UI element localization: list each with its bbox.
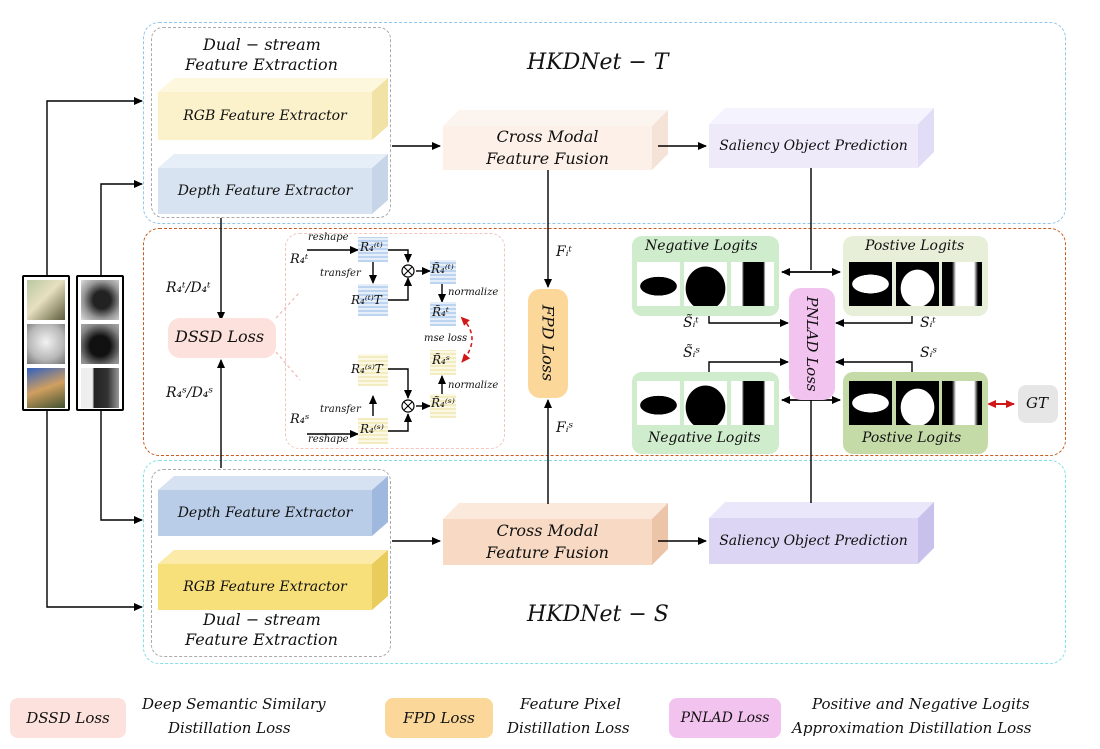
student-dual-stream-line2: Feature Extraction bbox=[185, 630, 338, 649]
normalize-top-label: normalize bbox=[448, 287, 499, 298]
fpd-loss-box bbox=[528, 289, 568, 398]
student-prediction-label: Saliency Object Prediction bbox=[709, 518, 918, 564]
teacher-fusion-label: Cross Modal Feature Fusion bbox=[443, 126, 652, 170]
legend-fpd-desc-line2: Distillation Loss bbox=[507, 719, 630, 737]
fpd-loss-label: FPD Loss bbox=[538, 304, 558, 382]
teacher-dual-stream-line2: Feature Extraction bbox=[185, 55, 338, 74]
fi-s-label: Fᵢˢ bbox=[556, 420, 574, 436]
student-depth-extractor-label: Depth Feature Extractor bbox=[158, 490, 372, 536]
teacher-title: HKDNet − T bbox=[527, 50, 669, 75]
legend-dssd-desc-line1: Deep Semantic Similary bbox=[142, 695, 326, 713]
r4-s-T-matrix bbox=[358, 354, 388, 386]
r4-s-tilde-matrix bbox=[430, 394, 456, 418]
student-rgb-extractor-label: RGB Feature Extractor bbox=[158, 564, 372, 610]
teacher-depth-extractor-label: Depth Feature Extractor bbox=[158, 168, 372, 214]
student-region bbox=[143, 460, 1066, 664]
legend-pnlad-desc-line1: Positive and Negative Logits bbox=[812, 695, 1030, 713]
pos-t-map-3 bbox=[942, 262, 982, 306]
dssd-loss-label: DSSD Loss bbox=[175, 327, 265, 346]
r4-t-matrix bbox=[358, 237, 388, 262]
neg-s-map-3 bbox=[731, 381, 774, 425]
r4-t-paren-label: R₄⁽ᵗ⁾ bbox=[360, 240, 383, 254]
pos-s-map-1 bbox=[849, 381, 892, 425]
r4s-tilde-label: R̃₄ˢ bbox=[432, 353, 450, 367]
r4-s-tilde-label: R̃₄⁽ˢ⁾ bbox=[431, 396, 455, 410]
teacher-dual-stream-line1: Dual − stream bbox=[203, 35, 321, 54]
pos-s-map-2 bbox=[896, 381, 939, 425]
r4s-label: R₄ˢ bbox=[290, 412, 310, 427]
r4-s-T-label: R₄⁽ˢ⁾T bbox=[351, 362, 383, 376]
legend-dssd-desc-line2: Distillation Loss bbox=[168, 719, 291, 737]
student-title: HKDNet − S bbox=[527, 602, 669, 627]
fi-t-label: Fᵢᵗ bbox=[556, 244, 572, 260]
distillation-region bbox=[143, 228, 1066, 456]
s-t-label: Sᵢᵗ bbox=[920, 315, 936, 331]
depth-thumb-3 bbox=[81, 368, 119, 408]
transfer-bottom-label: transfer bbox=[320, 404, 361, 415]
neg-s-map-2 bbox=[684, 381, 727, 425]
depth-thumb-1 bbox=[81, 280, 119, 320]
teacher-region bbox=[143, 22, 1066, 224]
negative-logits-teacher-label: Negative Logits bbox=[645, 238, 758, 254]
teacher-dual-stream-box bbox=[151, 27, 391, 218]
legend-fpd-desc-line1: Feature Pixel bbox=[520, 695, 621, 713]
student-dual-stream-line1: Dual − stream bbox=[203, 610, 321, 629]
r4s-tilde-matrix bbox=[430, 350, 456, 375]
dssd-loss-box bbox=[168, 318, 276, 358]
rgb-thumb-1 bbox=[27, 280, 65, 320]
neg-s-map-1 bbox=[637, 381, 680, 425]
positive-logits-teacher-label: Postive Logits bbox=[865, 238, 965, 254]
pnlad-loss-label: PNLAD Loss bbox=[803, 296, 821, 392]
s-tilde-t-label: S̃ᵢᵗ bbox=[683, 315, 699, 331]
r4t-label: R₄ᵗ bbox=[290, 252, 309, 267]
depth-thumb-2 bbox=[81, 324, 119, 364]
r4-s-paren-label: R₄⁽ˢ⁾ bbox=[360, 422, 384, 436]
normalize-bottom-label: normalize bbox=[448, 380, 499, 391]
gt-box bbox=[1018, 385, 1058, 423]
student-fusion-line1: Cross Modal bbox=[496, 521, 599, 540]
pnlad-loss-box bbox=[789, 288, 835, 400]
pos-s-map-3 bbox=[942, 381, 982, 425]
student-feature-label: R₄ˢ/D₄ˢ bbox=[166, 385, 214, 401]
dssd-detail-panel bbox=[285, 233, 505, 449]
r4-t-T-label: R₄⁽ᵗ⁾T bbox=[351, 293, 382, 307]
negative-logits-student-label: Negative Logits bbox=[648, 430, 761, 446]
r4t-tilde-matrix bbox=[430, 302, 456, 326]
student-fusion-label: Cross Modal Feature Fusion bbox=[443, 519, 652, 565]
legend-fpd-badge: FPD Loss bbox=[385, 698, 493, 738]
neg-t-map-3 bbox=[731, 262, 774, 306]
mse-loss-label: mse loss bbox=[424, 333, 468, 344]
rgb-thumb-3 bbox=[27, 368, 65, 408]
r4-t-T-matrix bbox=[358, 284, 388, 316]
r4t-tilde-label: R̃₄ᵗ bbox=[432, 305, 449, 319]
positive-logits-student-label: Postive Logits bbox=[862, 430, 962, 446]
neg-t-map-2 bbox=[684, 262, 727, 306]
reshape-bottom-label: reshape bbox=[308, 434, 349, 445]
neg-t-map-1 bbox=[637, 262, 680, 306]
gt-label: GT bbox=[1026, 394, 1048, 412]
r4-s-matrix bbox=[358, 418, 388, 444]
rgb-thumb-2 bbox=[27, 324, 65, 364]
teacher-feature-label: R₄ᵗ/D₄ᵗ bbox=[166, 280, 211, 296]
r4-t-tilde-matrix bbox=[430, 260, 456, 284]
pos-t-map-1 bbox=[849, 262, 892, 306]
teacher-fusion-line1: Cross Modal bbox=[496, 127, 599, 146]
transfer-top-label: transfer bbox=[320, 268, 361, 279]
teacher-rgb-extractor-label: RGB Feature Extractor bbox=[158, 92, 372, 140]
s-tilde-s-label: S̃ᵢˢ bbox=[683, 345, 701, 361]
teacher-prediction-label: Saliency Object Prediction bbox=[709, 124, 918, 168]
legend-pnlad-badge: PNLAD Loss bbox=[669, 698, 781, 738]
s-s-label: Sᵢˢ bbox=[920, 345, 938, 361]
r4-t-tilde-label: R̃₄⁽ᵗ⁾ bbox=[431, 262, 454, 276]
pos-t-map-2 bbox=[896, 262, 939, 306]
student-fusion-line2: Feature Fusion bbox=[486, 543, 609, 562]
teacher-fusion-line2: Feature Fusion bbox=[486, 149, 609, 168]
student-dual-stream-box bbox=[151, 469, 391, 657]
legend-pnlad-desc-line2: Approximation Distillation Loss bbox=[792, 719, 1032, 737]
reshape-top-label: reshape bbox=[308, 232, 349, 243]
legend-dssd-badge: DSSD Loss bbox=[10, 698, 126, 738]
